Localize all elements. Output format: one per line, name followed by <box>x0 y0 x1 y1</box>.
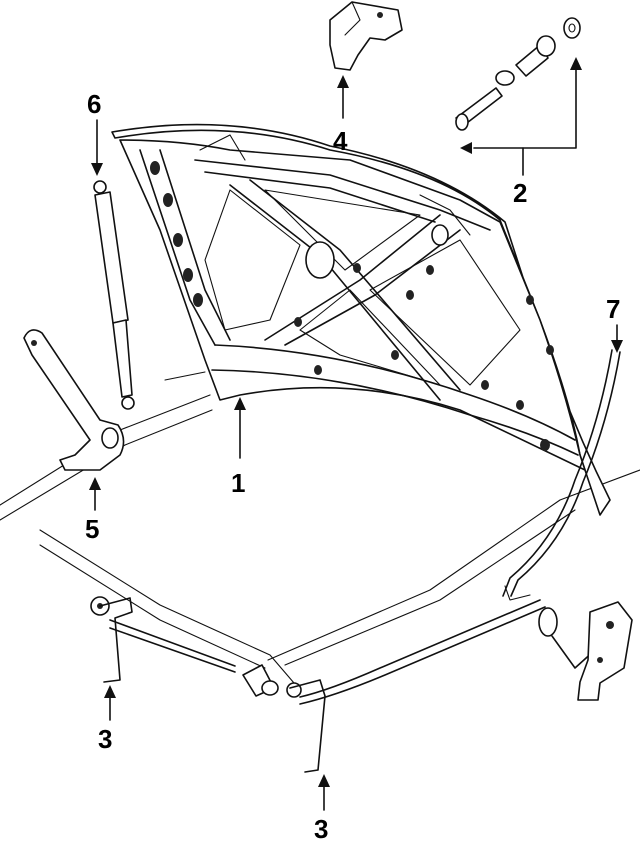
callout-label-4: 4 <box>333 126 348 156</box>
lift-support <box>93 180 135 410</box>
callout-label-3-right: 3 <box>314 814 328 842</box>
callout-label-6: 6 <box>87 89 101 119</box>
release-rod-assembly <box>90 585 633 773</box>
callout-label-3-left: 3 <box>98 724 112 754</box>
hood-hinge <box>23 329 125 471</box>
callout-label-2: 2 <box>513 178 527 208</box>
seal-strip <box>502 349 621 597</box>
hinge-hardware <box>455 17 581 131</box>
callout-label-1: 1 <box>231 468 245 498</box>
latch-striker <box>329 1 403 71</box>
callout-label-7: 7 <box>606 294 620 324</box>
hood <box>111 123 611 516</box>
callout-label-5: 5 <box>85 514 99 544</box>
